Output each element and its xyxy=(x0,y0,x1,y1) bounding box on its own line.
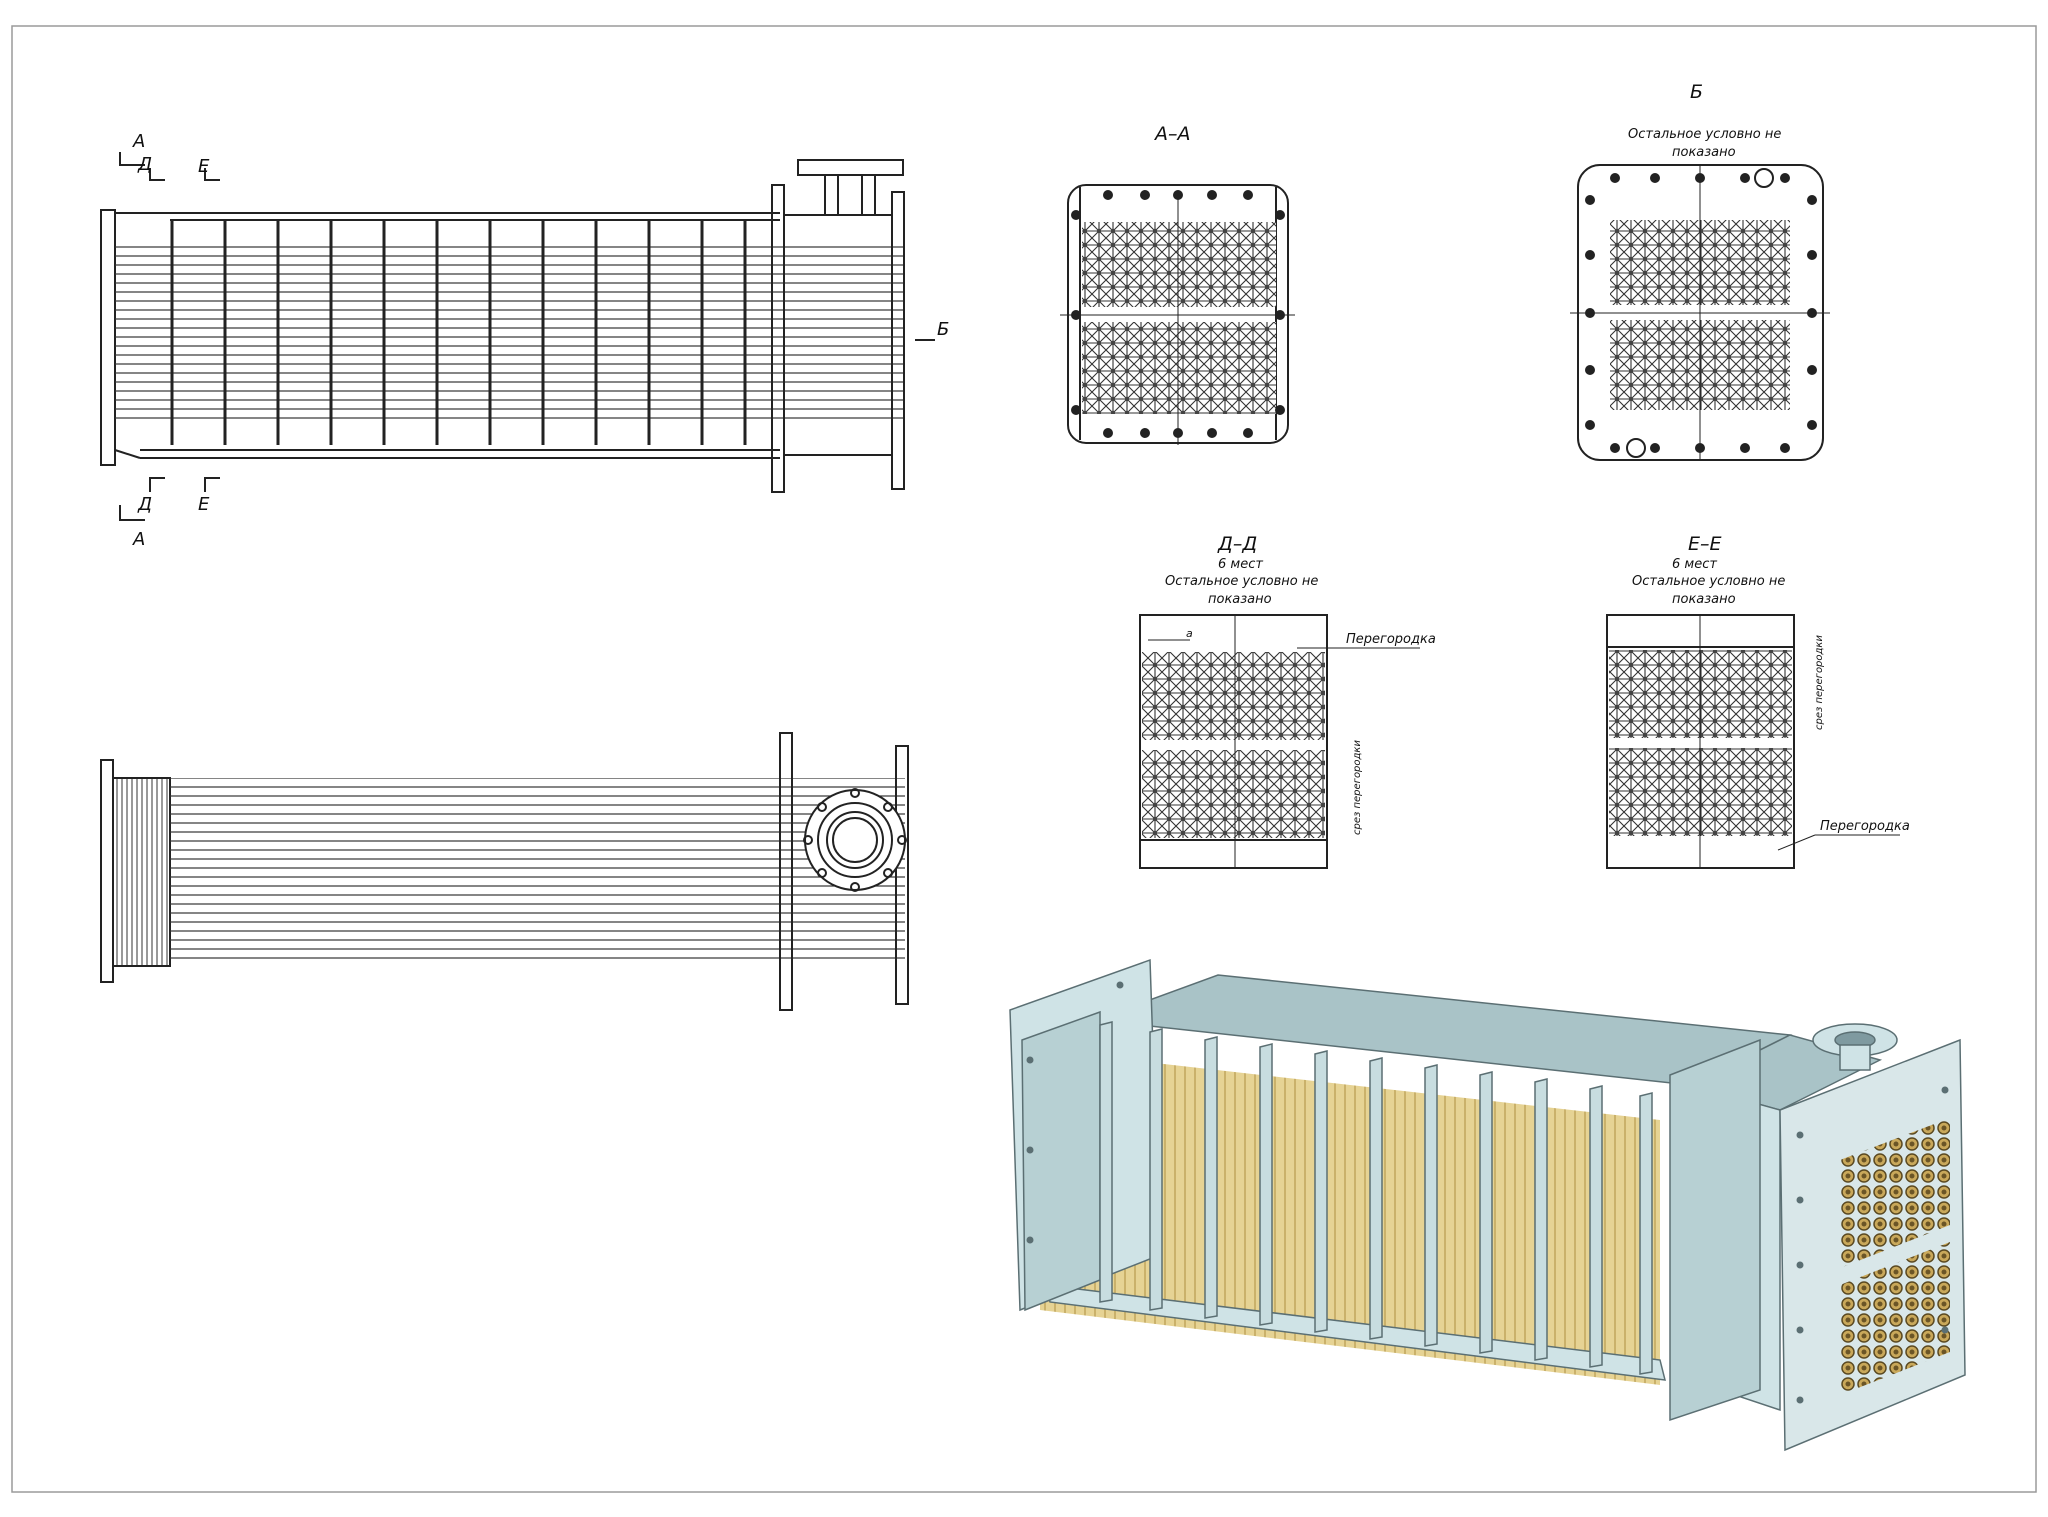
view-b-bolt-holes xyxy=(1585,173,1817,453)
section-dd-six-places: 6 мест xyxy=(1218,557,1263,572)
section-aa-title: А–А xyxy=(1153,123,1191,145)
section-aa-bolt-holes xyxy=(1071,190,1285,438)
view-b-note-line1: Остальное условно не xyxy=(1628,127,1781,142)
section-dd-baffle-cut: срез перегородки xyxy=(1352,740,1363,835)
iso-right-flange-back xyxy=(1669,1038,1761,1422)
view-b-note-line2: показано xyxy=(1672,145,1736,160)
plan-view-right-flange xyxy=(895,745,909,1005)
front-view-cut-d-bottom: Д xyxy=(137,494,152,515)
iso-left-flange xyxy=(1021,1010,1101,1312)
section-ee-baffle-label: Перегородка xyxy=(1820,819,1910,834)
iso-bolt-holes xyxy=(1026,981,1949,1404)
front-view-view-b-arrow: Б xyxy=(937,319,949,340)
plan-view-tube-bundle xyxy=(170,778,905,966)
view-b xyxy=(1570,164,1830,461)
plan-view xyxy=(100,732,909,1011)
section-aa xyxy=(1060,184,1295,445)
plan-view-nozzle-flange xyxy=(803,788,907,892)
section-ee-title: Е–Е xyxy=(1688,533,1722,555)
plan-view-shell-head xyxy=(779,732,793,1011)
section-ee-baffle-cut: срез перегородки xyxy=(1814,635,1825,730)
section-dd-frame xyxy=(1139,614,1328,869)
front-view-cut-d-top: Д xyxy=(137,154,152,175)
section-dd-dim-a: а xyxy=(1186,627,1193,640)
isometric-view xyxy=(1009,958,1966,1452)
plan-view-left-tubesheet xyxy=(100,759,114,983)
section-ee-note-line2: показано xyxy=(1672,592,1736,607)
section-dd-tube-field-bottom xyxy=(1142,750,1325,838)
iso-baffles xyxy=(1099,1021,1653,1375)
front-view-cut-a-bottom: А xyxy=(132,529,145,550)
front-view-tube-bundle xyxy=(115,240,905,426)
front-view-cut-e-top: Е xyxy=(198,156,210,177)
front-view-nozzle-flange xyxy=(797,159,904,176)
section-dd-title: Д–Д xyxy=(1217,533,1257,555)
section-ee-six-places: 6 мест xyxy=(1672,557,1717,572)
plan-view-tube-ends xyxy=(112,777,171,967)
iso-tube-bundle xyxy=(1040,1050,1660,1385)
front-view-right-flange xyxy=(891,191,905,490)
view-b-title: Б xyxy=(1690,81,1703,103)
front-view-nozzle-neck xyxy=(824,174,876,216)
front-view-cut-e-bottom: Е xyxy=(198,494,210,515)
sheet-border xyxy=(11,25,2037,1493)
front-view xyxy=(100,152,935,521)
iso-right-tube-field-top xyxy=(1840,1118,1950,1268)
front-view-cut-a-top: А xyxy=(132,131,145,152)
section-aa-tube-field-top xyxy=(1082,222,1276,307)
section-ee-note-line1: Остальное условно не xyxy=(1632,574,1785,589)
iso-right-tube-field-bottom xyxy=(1840,1242,1950,1395)
front-view-baffles xyxy=(170,220,747,445)
section-ee xyxy=(1606,614,1900,869)
front-view-shell-head xyxy=(771,184,785,493)
section-aa-tube-field-bottom xyxy=(1082,322,1276,414)
front-view-left-tubesheet xyxy=(100,209,116,466)
section-dd xyxy=(1139,614,1420,869)
section-dd-tube-field-top xyxy=(1142,652,1325,740)
section-dd-note-line2: показано xyxy=(1208,592,1272,607)
section-dd-note-line1: Остальное условно не xyxy=(1165,574,1318,589)
section-dd-baffle-label: Перегородка xyxy=(1346,632,1436,647)
